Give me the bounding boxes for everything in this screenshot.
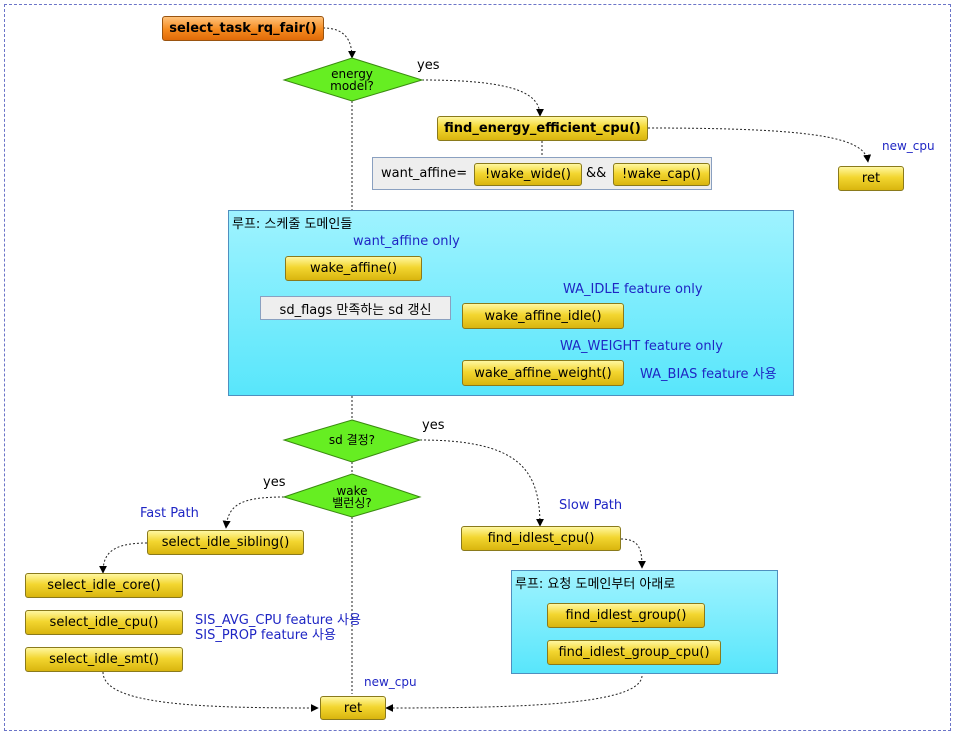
edge-smt-to-ret [102,671,319,712]
select-idle-smt-node[interactable]: select_idle_smt() [25,647,183,672]
want-affine-label: want_affine= [381,166,468,181]
fast-path-label: Fast Path [140,506,199,521]
select-task-rq-fair-node[interactable]: select_task_rq_fair() [162,16,324,41]
edge-energy-yes [421,79,544,117]
energy-model-label: energy model? [330,67,374,93]
edge-figc-to-ret [385,675,643,712]
loop-sched-domain-box: 루프: 스케줄 도메인들 want_affine only wake_affin… [228,210,794,396]
find-idlest-group-node[interactable]: find_idlest_group() [547,603,705,628]
wake-balancing-diamond [282,473,422,518]
wake-affine-node[interactable]: wake_affine() [285,256,422,281]
wa-bias-label: WA_BIAS feature 사용 [640,367,777,382]
find-idlest-cpu-node[interactable]: find_idlest_cpu() [461,526,621,551]
loop-sched-domain-title: 루프: 스케줄 도메인들 [232,217,353,232]
new-cpu-top-label: new_cpu [882,139,935,153]
ret-bottom-node[interactable]: ret [320,696,386,720]
wake-balancing-label: wake 밸런싱? [332,484,372,510]
want-affine-only-label: want_affine only [353,234,460,249]
sd-decided-label: sd 결정? [328,433,376,447]
edge-start-to-energy [322,27,356,59]
edge-fic-to-loop [620,538,646,569]
sd-flags-update-box: sd_flags 만족하는 sd 갱신 [260,296,451,320]
edge-sibling-to-core [99,542,148,574]
wake-wide-node[interactable]: !wake_wide() [474,163,582,186]
slow-path-label: Slow Path [559,498,623,513]
wa-weight-only-label: WA_WEIGHT feature only [560,339,723,354]
find-idlest-group-cpu-node[interactable]: find_idlest_group_cpu() [547,640,721,665]
select-idle-sibling-node[interactable]: select_idle_sibling() [147,530,304,555]
edge-sd-yes [419,439,544,527]
wake-affine-idle-node[interactable]: wake_affine_idle() [462,303,624,329]
wake-affine-weight-node[interactable]: wake_affine_weight() [462,360,624,386]
yes-sd-label: yes [422,418,445,433]
select-idle-core-node[interactable]: select_idle_core() [25,573,183,598]
energy-model-diamond [282,57,424,102]
yes-wake-label: yes [263,475,286,490]
yes-energy-label: yes [417,58,440,73]
sd-decided-diamond [282,419,422,463]
wa-idle-only-label: WA_IDLE feature only [563,282,703,297]
sis-prop-label: SIS_PROP feature 사용 [195,628,336,643]
wake-cap-node[interactable]: !wake_cap() [613,163,710,186]
loop-request-domain-title: 루프: 요청 도메인부터 아래로 [515,577,676,592]
sis-avg-cpu-label: SIS_AVG_CPU feature 사용 [195,613,361,628]
new-cpu-bottom-label: new_cpu [364,675,417,689]
select-idle-cpu-node[interactable]: select_idle_cpu() [25,610,183,635]
and-operator: && [586,166,607,181]
edge-wake-yes [222,496,285,529]
edge-fee-to-ret [647,127,872,163]
ret-top-node[interactable]: ret [838,166,904,191]
sd-flags-update-text: sd_flags 만족하는 sd 갱신 [279,302,432,318]
loop-request-domain-box: 루프: 요청 도메인부터 아래로 find_idlest_group() fin… [511,570,778,674]
want-affine-box: want_affine= !wake_wide() && !wake_cap() [372,157,712,190]
outer-frame [4,4,951,731]
find-energy-efficient-cpu-node[interactable]: find_energy_efficient_cpu() [437,116,648,141]
